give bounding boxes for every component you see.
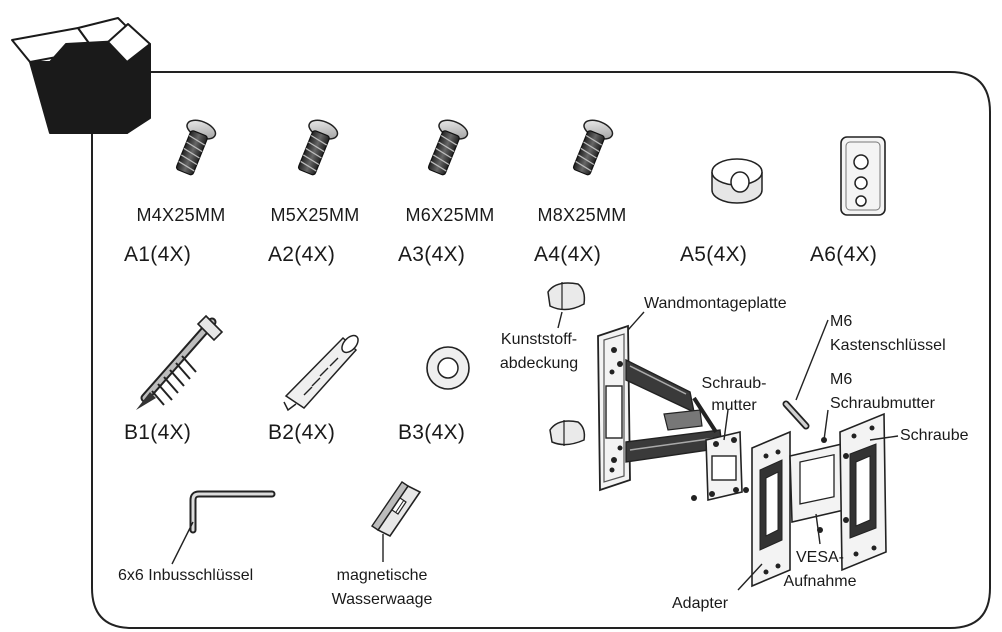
code-b3: B3(4X) — [398, 421, 466, 444]
lag-screw-icon — [136, 314, 224, 410]
spec-a1: M4X25MM — [136, 205, 226, 225]
plastic-cap-icon — [547, 282, 586, 446]
box-wrench-label-line1: M6 — [830, 313, 853, 330]
vesa-adapter-icon — [751, 412, 887, 588]
package-box-icon — [11, 17, 151, 134]
cap-label-line1: Kunststoff- — [500, 331, 578, 348]
box-wrench-leader — [795, 319, 829, 401]
hex-key-label: 6x6 Inbusschlüssel — [118, 567, 254, 584]
box-wrench-label-line2: Kastenschlüssel — [830, 337, 946, 354]
code-a3: A3(4X) — [398, 243, 466, 266]
bolt-m6-icon — [427, 119, 469, 176]
adapter-leader — [737, 563, 763, 591]
plastic-cap-leader — [557, 311, 563, 329]
wall-anchor-icon — [283, 334, 359, 412]
wall-plate-label: Wandmontageplatte — [644, 295, 787, 312]
code-a1: A1(4X) — [124, 243, 192, 266]
level-label-line1: magnetische — [336, 567, 428, 584]
code-a2: A2(4X) — [268, 243, 336, 266]
code-a6: A6(4X) — [810, 243, 878, 266]
bolt-m4-icon — [175, 119, 217, 176]
code-b1: B1(4X) — [124, 421, 192, 444]
spec-a3: M6X25MM — [405, 205, 495, 225]
spec-a4: M8X25MM — [537, 205, 627, 225]
cap-label-line2: abdeckung — [499, 355, 579, 372]
articulating-arm-icon — [625, 358, 723, 463]
washer-icon — [426, 346, 470, 390]
vesa-label-line1: VESA- — [795, 549, 844, 566]
spacer-icon — [711, 158, 763, 204]
screw-label: Schraube — [900, 427, 969, 444]
parts-panel — [91, 71, 991, 629]
wall-plate-leader — [627, 311, 645, 331]
screw-leader — [869, 435, 899, 441]
hex-key-leader — [171, 521, 194, 565]
hex-key-icon — [189, 490, 276, 534]
adapter-label: Adapter — [672, 595, 729, 612]
vesa-label-line2: Aufnahme — [783, 573, 857, 590]
level-label-line2: Wasserwaage — [331, 591, 433, 608]
nut-label-line2: mutter — [711, 397, 757, 414]
adapter-plate-icon — [840, 136, 886, 216]
code-a5: A5(4X) — [680, 243, 748, 266]
nut-bracket-icon — [691, 430, 749, 502]
magnetic-level-icon — [371, 481, 422, 538]
code-a4: A4(4X) — [534, 243, 602, 266]
wall-plate-icon — [597, 324, 631, 492]
vesa-leader — [815, 513, 821, 545]
box-wrench-icon — [782, 400, 810, 430]
code-b2: B2(4X) — [268, 421, 336, 444]
spec-a2: M5X25MM — [270, 205, 360, 225]
nut-label-line1: Schraub- — [701, 375, 767, 392]
nut-leader — [723, 409, 729, 441]
m6-nut-label-line1: M6 — [830, 371, 853, 388]
m6-nut-leader — [823, 409, 829, 441]
bolt-m8-icon — [572, 119, 614, 176]
bolt-m5-icon — [297, 119, 339, 176]
m6-nut-label-line2: Schraubmutter — [830, 395, 935, 412]
